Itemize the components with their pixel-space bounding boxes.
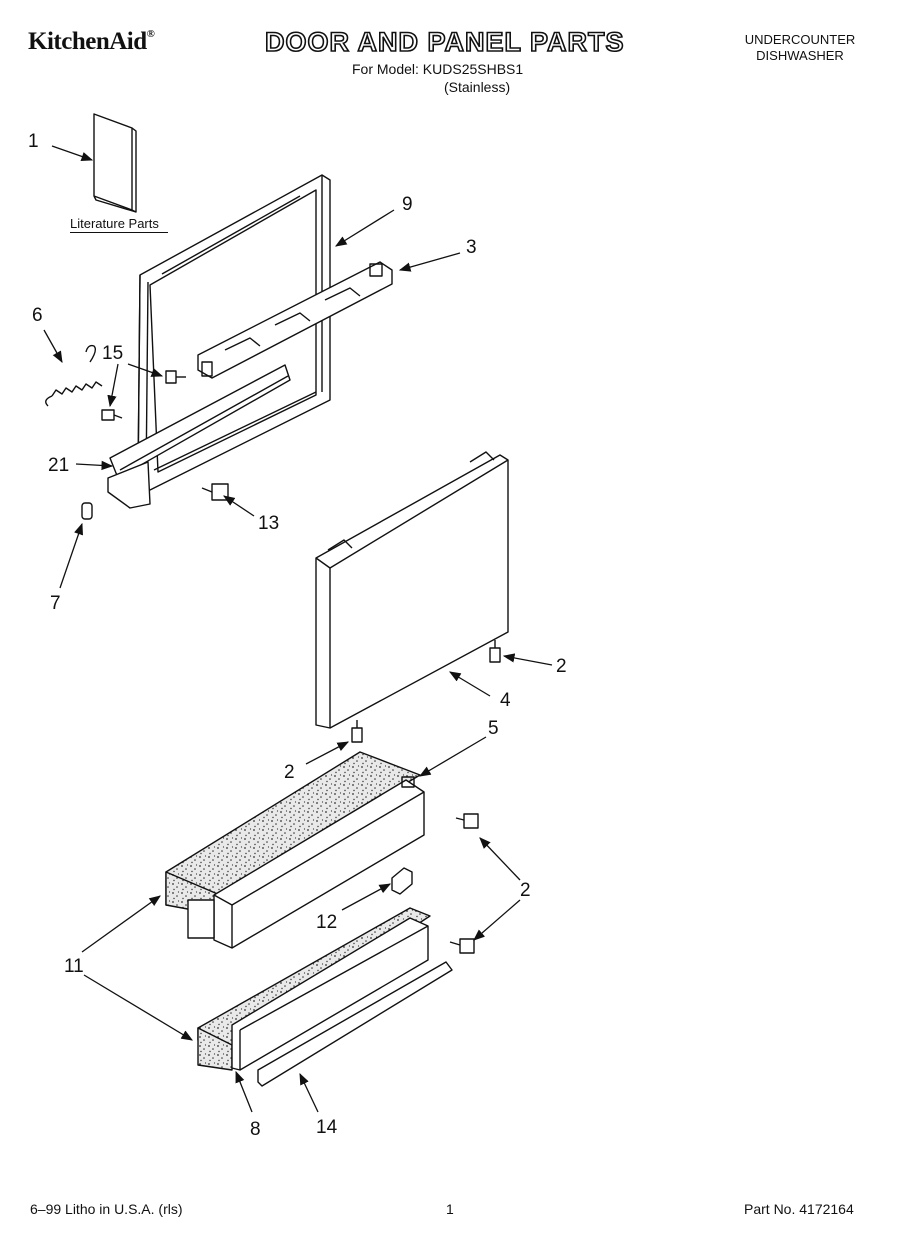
appliance-line-1: UNDERCOUNTER [744,32,856,47]
screw-2-c [455,813,479,829]
callout-13: 13 [258,513,280,534]
callout-15: 15 [102,343,124,364]
panel-clip [391,867,413,895]
callout-1: 1 [28,131,39,152]
callout-8: 8 [250,1119,261,1140]
callout-21: 21 [48,455,70,476]
door-spring [45,344,103,407]
callout-14: 14 [316,1117,338,1138]
literature-underline [70,232,168,233]
literature-parts-label: Literature Parts [70,216,159,231]
screw-2-b [351,720,363,743]
trim-strip [257,961,453,1087]
appliance-line-2: DISHWASHER [756,48,844,63]
callout-5: 5 [488,718,499,739]
door-frame [137,174,331,491]
callout-7: 7 [50,593,61,614]
finish-line: (Stainless) [444,79,511,95]
callout-2-a: 2 [556,656,567,677]
vent-bracket [197,261,393,379]
callout-3: 3 [466,237,477,258]
print-info: 6–99 Litho in U.S.A. (rls) [30,1201,183,1217]
callout-12: 12 [316,912,338,933]
kickplate [231,917,429,1071]
screw-13 [201,483,229,501]
part-number: Part No. 4172164 [744,1201,854,1217]
model-line: For Model: KUDS25SHBS1 [352,61,524,77]
callout-11: 11 [64,956,84,977]
callout-4: 4 [500,690,511,711]
callout-2-c: 2 [520,880,531,901]
outer-door-panel [315,451,509,729]
callout-6: 6 [32,305,43,326]
screw-2-a [489,640,501,663]
toe-panel [187,776,425,949]
screw-2-d [449,938,475,954]
bottom-rail [107,364,291,509]
callout-2-b: 2 [284,762,295,783]
page-number: 1 [446,1201,454,1217]
callout-9: 9 [402,194,413,215]
appliance-type: UNDERCOUNTER DISHWASHER [720,32,880,64]
screw-15 [101,370,186,421]
literature-booklet [93,113,137,213]
brand-logo: KitchenAid® [28,28,155,55]
page-title: DOOR AND PANEL PARTS [264,26,625,58]
door-clip [81,502,93,520]
